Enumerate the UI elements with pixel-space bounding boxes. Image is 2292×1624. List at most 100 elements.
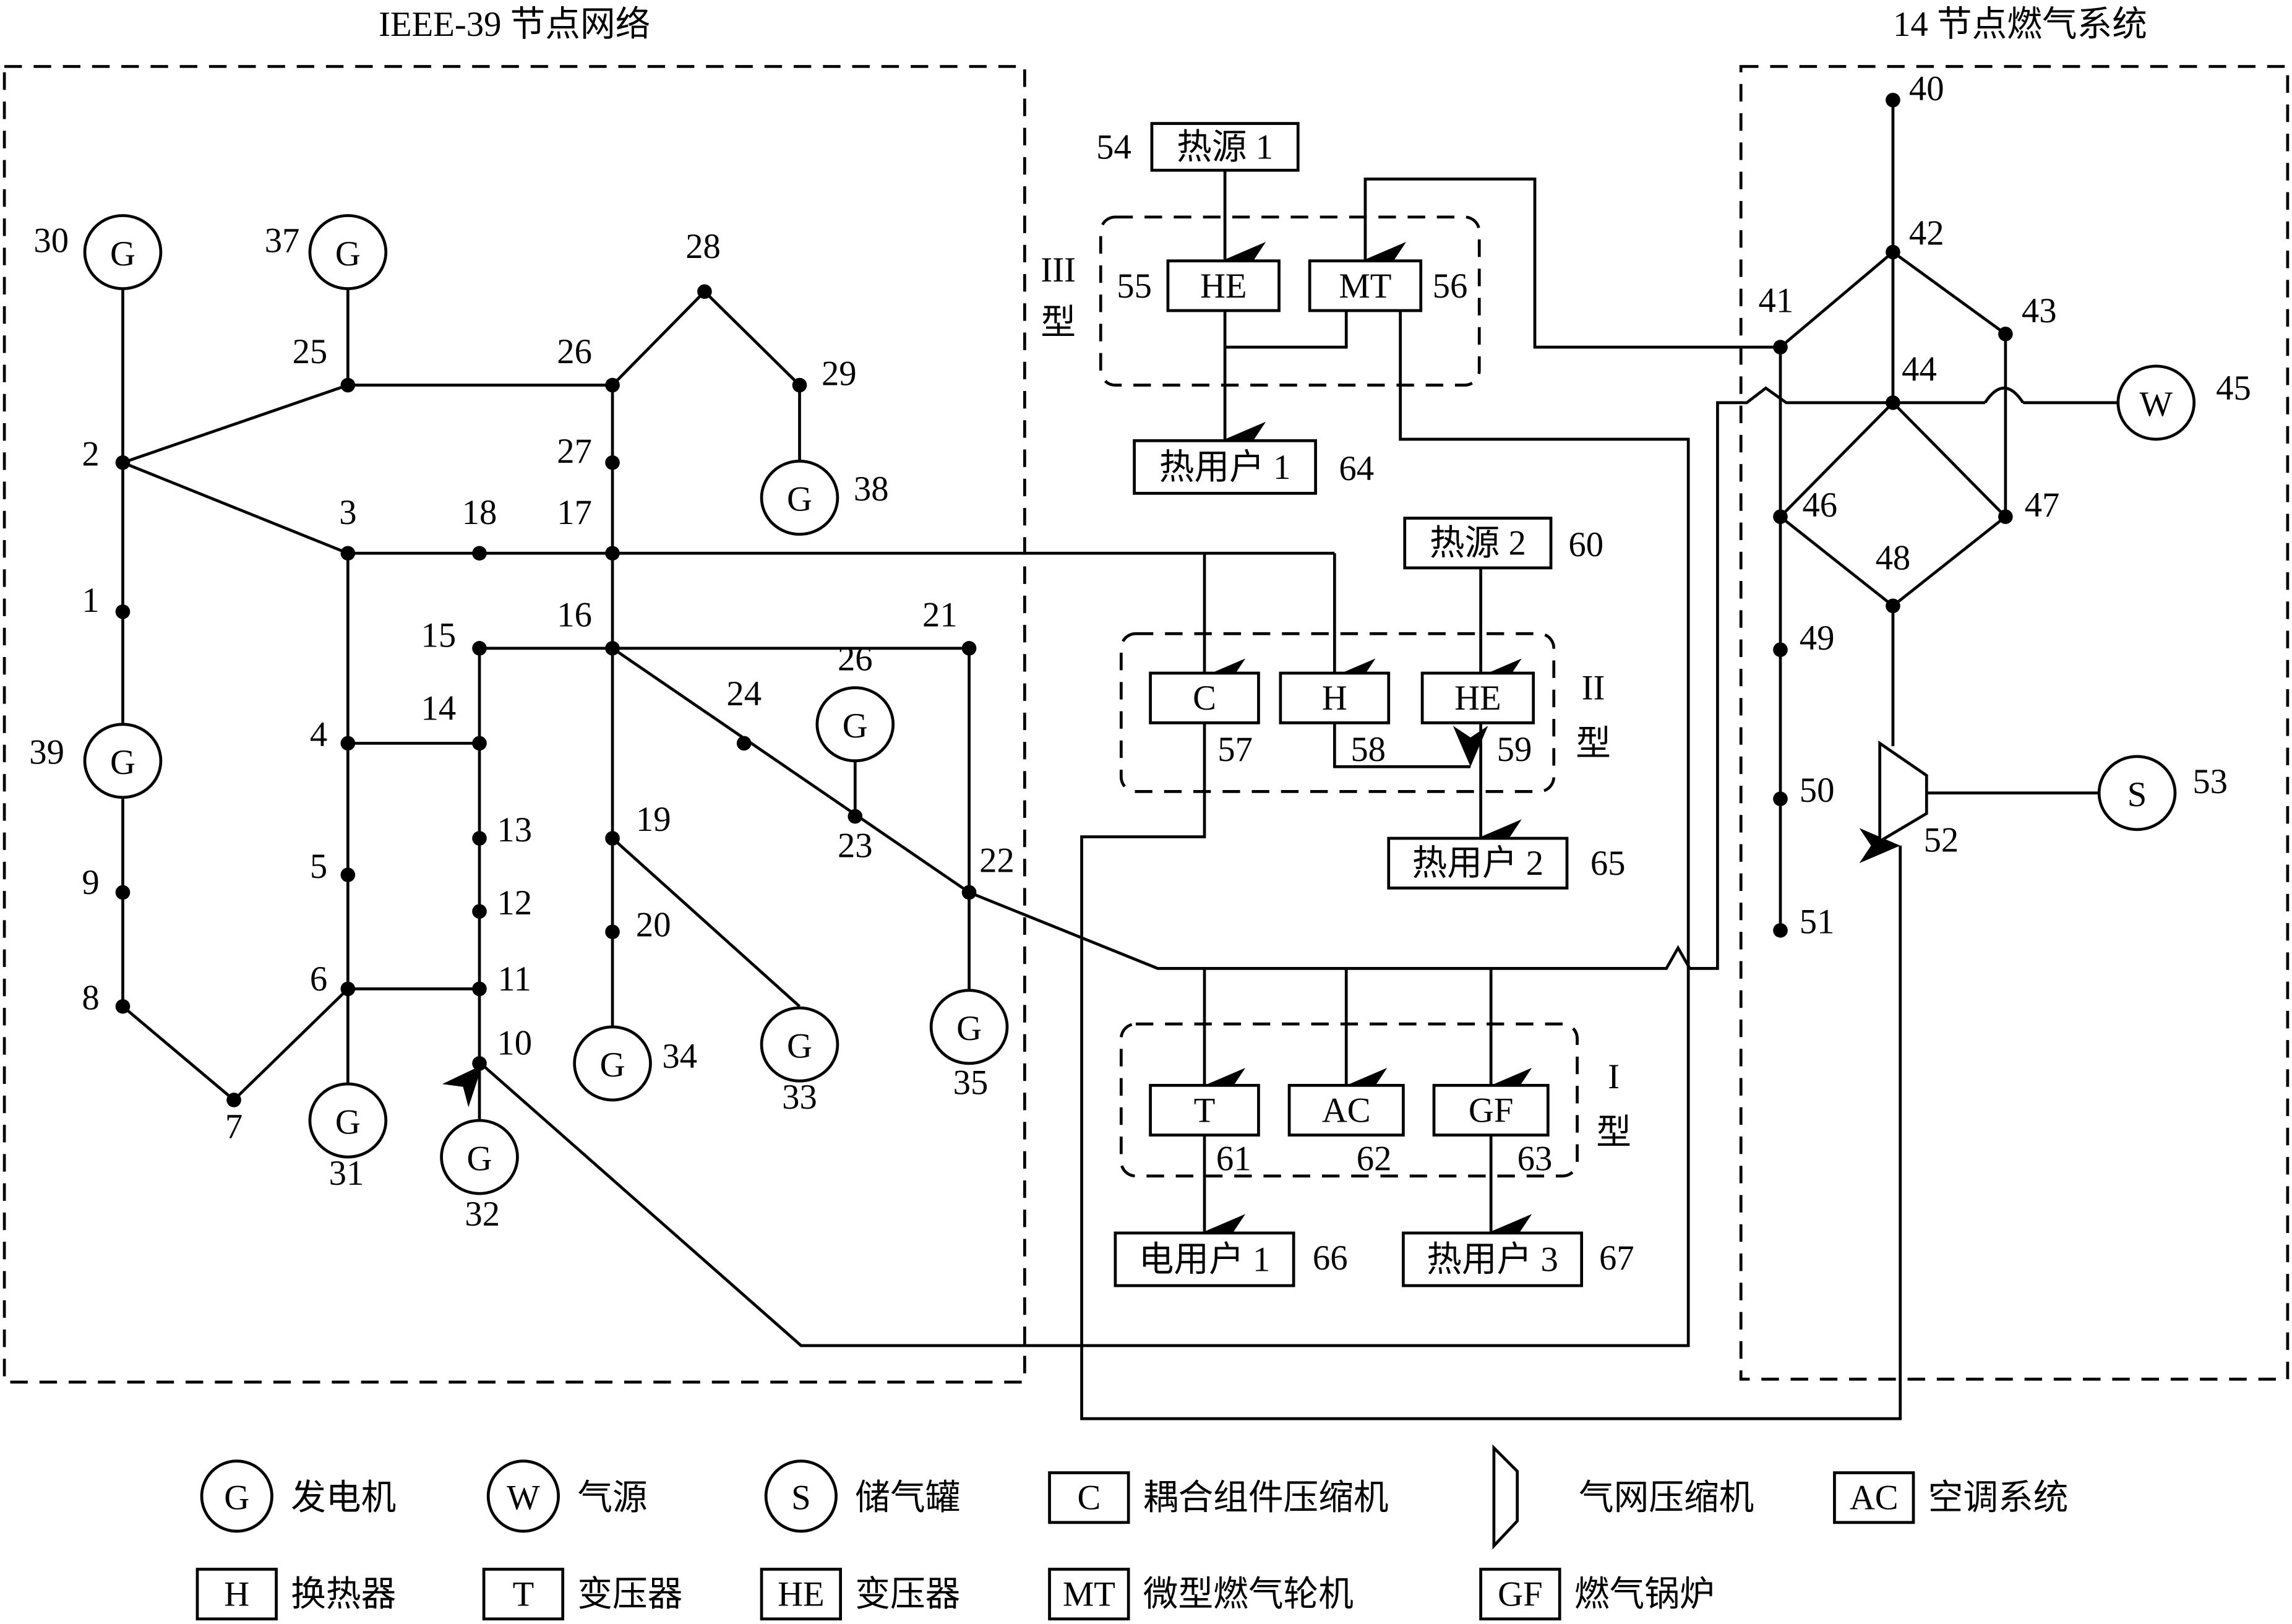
legend-text: 储气罐 (855, 1479, 960, 1518)
legend-symbol-box (1048, 1568, 1130, 1621)
heat-source-1-box (1150, 122, 1300, 172)
heat-user-1-number: 64 (1339, 449, 1374, 488)
generator-icon (929, 989, 1009, 1065)
bus-label: 7 (225, 1107, 243, 1146)
generator-icon (815, 686, 895, 763)
legend-symbol: C (1077, 1479, 1101, 1518)
bus-label: 29 (822, 354, 857, 393)
symbol-letter: G (110, 743, 135, 782)
c-57-number: 57 (1217, 730, 1253, 769)
bus-label: 37 (265, 221, 300, 260)
gf-63-box (1432, 1083, 1550, 1137)
bus-label: 52 (1924, 820, 1959, 859)
symbol-letter: G (843, 707, 868, 745)
he-55-number: 55 (1117, 267, 1152, 306)
bus-label: 20 (636, 905, 671, 944)
type-iii-suffix: 型 (1041, 303, 1076, 342)
bus-label: 22 (979, 841, 1015, 880)
gas-storage-icon (2097, 755, 2177, 831)
bus-label: 28 (685, 227, 721, 266)
bus-label: 11 (497, 960, 531, 999)
gas-source-icon (2116, 364, 2196, 441)
bus-label: 8 (82, 978, 99, 1017)
type-ii-suffix: 型 (1576, 724, 1611, 763)
symbol-letter: G (110, 234, 135, 273)
bus-label: 9 (82, 863, 99, 902)
bus-label: 5 (310, 847, 327, 886)
gas-region (1739, 65, 2290, 1381)
legend-text: 气源 (577, 1479, 647, 1518)
generator-icon (573, 1025, 652, 1102)
heat-user-1-box (1133, 439, 1317, 495)
symbol-letter: G (956, 1009, 982, 1048)
legend-text: 变压器 (855, 1575, 960, 1614)
generator-icon (308, 214, 388, 290)
bus-label: 34 (662, 1037, 697, 1076)
t-61-number: 61 (1216, 1139, 1251, 1178)
bus-label: 17 (557, 493, 592, 532)
c-57-label: C (1193, 679, 1216, 718)
t-61-label: T (1194, 1091, 1216, 1130)
he-59-box (1420, 671, 1535, 724)
bus-label: 12 (497, 883, 532, 922)
bus-label: 46 (1802, 486, 1837, 525)
elec-user-1-number: 66 (1313, 1239, 1348, 1278)
bus-label: 30 (33, 221, 69, 260)
legend-text: 换热器 (291, 1575, 396, 1614)
type-i-region (1119, 1022, 1579, 1178)
bus-dots (115, 92, 2013, 1107)
bus-label: 40 (1909, 69, 1944, 108)
bus-label: 33 (782, 1078, 817, 1117)
symbol-letter: G (335, 1102, 361, 1141)
generator-icon (440, 1119, 519, 1195)
legend-symbol-box (1048, 1471, 1130, 1524)
legend-symbol: HE (778, 1575, 825, 1614)
generator-icon (760, 1006, 839, 1083)
symbol-letter: S (2127, 775, 2147, 814)
heat-user-2-label: 热用户 2 (1412, 844, 1544, 883)
legend-symbol-icon (486, 1459, 560, 1533)
legend-symbol: H (224, 1575, 249, 1614)
type-iii-region (1099, 215, 1481, 387)
heat-user-2-number: 65 (1590, 844, 1626, 883)
bus-label: 42 (1909, 214, 1944, 253)
c-57-box (1149, 671, 1260, 724)
legend-symbol: GF (1498, 1575, 1542, 1614)
legend-symbol-icon (200, 1459, 273, 1533)
symbol-letter: G (787, 1026, 812, 1065)
heat-source-2-box (1403, 517, 1553, 570)
legend-text: 发电机 (291, 1479, 396, 1518)
legend-text: 燃气锅炉 (1574, 1575, 1715, 1614)
bus-label: 6 (310, 960, 327, 999)
bus-label: 25 (293, 332, 328, 371)
bus-label: 38 (854, 470, 889, 509)
legend-text: 耦合组件压缩机 (1143, 1479, 1389, 1518)
bus-label: 14 (421, 689, 457, 728)
gf-63-label: GF (1469, 1091, 1513, 1130)
symbol-letter: G (787, 480, 812, 519)
bus-label: 16 (557, 595, 592, 634)
bus-label: 39 (29, 733, 64, 772)
legend-symbol: MT (1063, 1575, 1115, 1614)
he-55-label: HE (1200, 267, 1247, 306)
h-58-label: H (1322, 679, 1347, 718)
heat-source-2-label: 热源 2 (1430, 524, 1526, 563)
heat-user-1-label: 热用户 1 (1159, 448, 1291, 487)
legend-text: 微型燃气轮机 (1143, 1575, 1354, 1614)
mt-56-label: MT (1339, 267, 1391, 306)
generator-icon (760, 460, 839, 536)
bus-label: 41 (1759, 281, 1794, 320)
legend-symbol: W (507, 1479, 540, 1518)
he-59-number: 59 (1497, 730, 1532, 769)
bus-label: 53 (2192, 762, 2228, 801)
symbol-letter: G (600, 1046, 625, 1085)
legend-symbol: AC (1850, 1479, 1899, 1518)
bus-label: 26 (838, 639, 873, 678)
type-i-label: I (1608, 1057, 1620, 1096)
mt-56-box (1308, 259, 1423, 312)
